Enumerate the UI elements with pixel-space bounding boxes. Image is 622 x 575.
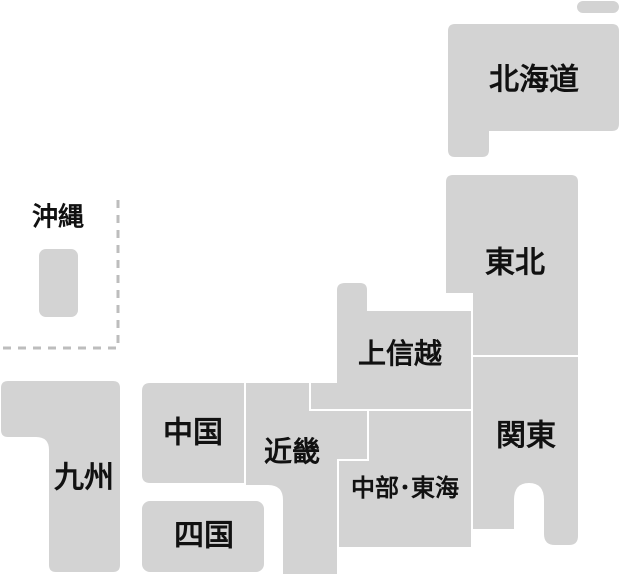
- region-kanto[interactable]: [471, 355, 580, 547]
- region-joshinetsu[interactable]: [309, 281, 473, 411]
- region-hokkaido[interactable]: [446, 22, 621, 159]
- region-shikoku[interactable]: [140, 499, 266, 574]
- region-okinawa[interactable]: [37, 247, 80, 319]
- region-kinki[interactable]: [244, 381, 369, 575]
- label-okinawa: 沖縄: [32, 203, 84, 233]
- okinawa-inset-frame: [0, 200, 120, 350]
- region-kyushu[interactable]: [0, 379, 122, 574]
- region-chugoku[interactable]: [140, 381, 246, 485]
- region-hokkaido-islet[interactable]: [575, 0, 621, 15]
